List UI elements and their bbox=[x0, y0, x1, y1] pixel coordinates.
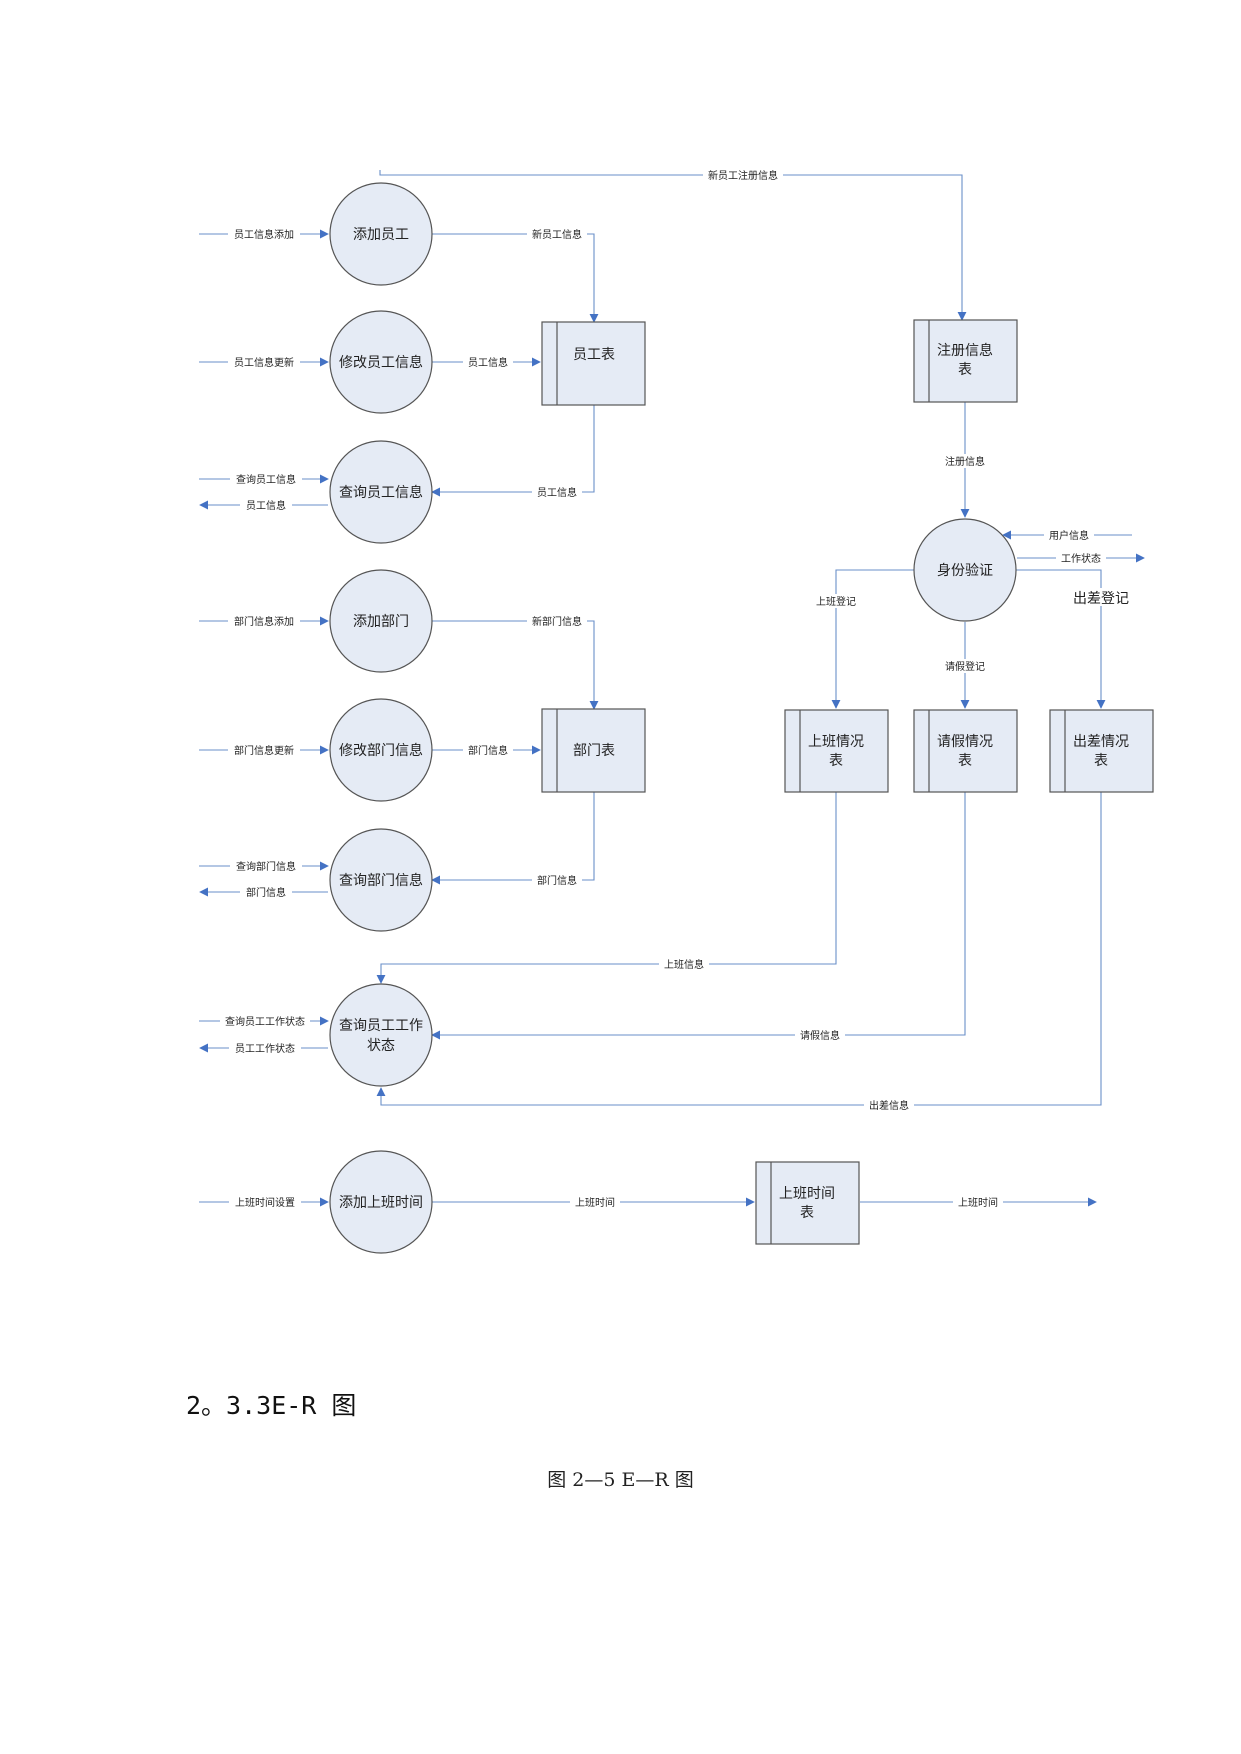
store-registration-table-label-line2: 表 bbox=[958, 362, 972, 378]
flow-employee-info-add-label: 员工信息添加 bbox=[234, 228, 294, 241]
data-flow-diagram: 添加员工 修改员工信息 查询员工信息 添加部门 修改部门信息 查询部门信息 查询… bbox=[199, 168, 1154, 1254]
flow-leave-register-label: 请假登记 bbox=[945, 660, 985, 673]
flow-business-trip-info-line bbox=[376, 792, 1102, 1106]
processes: 添加员工 修改员工信息 查询员工信息 添加部门 修改部门信息 查询部门信息 查询… bbox=[329, 182, 1017, 1254]
flow-department-info-to-table-label: 部门信息 bbox=[468, 744, 508, 757]
store-business-trip-table-label-line2: 表 bbox=[1094, 753, 1108, 769]
data-stores: 员工表 部门表 注册信息 表 上班情况 表 请假情况 表 出差情 bbox=[541, 319, 1154, 1245]
flow-employee-info-out-label: 员工信息 bbox=[246, 499, 286, 512]
flow-work-time-out-label: 上班时间 bbox=[958, 1196, 998, 1209]
process-query-department[interactable]: 查询部门信息 bbox=[329, 828, 433, 932]
process-query-employee-label: 查询员工信息 bbox=[339, 484, 423, 501]
store-leave-table[interactable]: 请假情况 表 bbox=[913, 709, 1018, 793]
process-add-employee-label: 添加员工 bbox=[353, 227, 409, 243]
flow-business-trip-register-label: 出差登记 bbox=[1073, 591, 1129, 607]
store-work-time-table-label-line2: 表 bbox=[800, 1205, 814, 1221]
flow-leave-info-line bbox=[431, 792, 966, 1040]
flow-checkin-register-label: 上班登记 bbox=[816, 595, 856, 608]
store-employee-table[interactable]: 员工表 bbox=[541, 321, 646, 406]
store-employee-table-label: 员工表 bbox=[573, 347, 615, 363]
process-query-work-status-label-line2: 状态 bbox=[367, 1038, 395, 1054]
process-add-employee[interactable]: 添加员工 bbox=[329, 182, 433, 286]
flow-work-time-to-table-label: 上班时间 bbox=[575, 1196, 615, 1209]
store-registration-table[interactable]: 注册信息 表 bbox=[913, 319, 1018, 403]
flow-employee-info-from-table-line bbox=[431, 405, 595, 497]
store-attendance-table-label-line1: 上班情况 bbox=[808, 734, 864, 750]
flow-new-employee-info-line bbox=[430, 233, 599, 323]
flow-query-work-status-label: 查询员工工作状态 bbox=[225, 1015, 305, 1028]
flow-leave-info-label: 请假信息 bbox=[800, 1029, 840, 1042]
store-business-trip-table-label-line1: 出差情况 bbox=[1073, 734, 1129, 750]
process-modify-department[interactable]: 修改部门信息 bbox=[329, 698, 433, 802]
store-department-table[interactable]: 部门表 bbox=[541, 708, 646, 793]
flow-employee-info-from-table-label: 员工信息 bbox=[537, 486, 577, 499]
process-query-work-status-label-line1: 查询员工工作 bbox=[339, 1018, 423, 1034]
section-heading: 2。3.3E-R 图 bbox=[186, 1391, 357, 1420]
flow-work-status-out-label: 工作状态 bbox=[1061, 552, 1101, 565]
flow-query-employee-info-label: 查询员工信息 bbox=[236, 473, 296, 486]
flow-employee-info-to-table-label: 员工信息 bbox=[468, 356, 508, 369]
store-attendance-table[interactable]: 上班情况 表 bbox=[784, 709, 889, 793]
flow-labels: 新员工注册信息 员工信息添加 新员工信息 员工信息更新 员工信息 查询员工信息 … bbox=[220, 168, 1134, 1209]
flow-new-department-info-line bbox=[430, 620, 599, 710]
flow-department-info-from-table-label: 部门信息 bbox=[537, 874, 577, 887]
process-query-department-label: 查询部门信息 bbox=[339, 872, 423, 889]
process-identity-check-label: 身份验证 bbox=[937, 563, 993, 579]
flow-checkin-info-label: 上班信息 bbox=[664, 958, 704, 971]
flow-department-info-out-label: 部门信息 bbox=[246, 886, 286, 899]
flow-business-trip-info-label: 出差信息 bbox=[869, 1099, 909, 1112]
store-work-time-table-label-line1: 上班时间 bbox=[779, 1186, 835, 1202]
process-add-work-time-label: 添加上班时间 bbox=[339, 1195, 423, 1211]
store-attendance-table-label-line2: 表 bbox=[829, 753, 843, 769]
store-leave-table-label-line1: 请假情况 bbox=[937, 734, 993, 750]
figure-caption: 图 2—5 E—R 图 bbox=[547, 1469, 694, 1491]
process-add-department[interactable]: 添加部门 bbox=[329, 569, 433, 673]
flow-department-info-add-label: 部门信息添加 bbox=[234, 615, 294, 628]
flow-department-info-from-table-line bbox=[431, 792, 595, 885]
store-work-time-table[interactable]: 上班时间 表 bbox=[755, 1161, 860, 1245]
process-query-employee[interactable]: 查询员工信息 bbox=[329, 440, 433, 544]
flow-new-employee-registration-label: 新员工注册信息 bbox=[708, 169, 778, 182]
process-identity-check[interactable]: 身份验证 bbox=[913, 518, 1017, 622]
store-leave-table-label-line2: 表 bbox=[958, 753, 972, 769]
flow-new-employee-info-label: 新员工信息 bbox=[532, 228, 582, 241]
process-modify-employee-label: 修改员工信息 bbox=[339, 354, 423, 371]
process-add-department-label: 添加部门 bbox=[353, 614, 409, 630]
process-modify-department-label: 修改部门信息 bbox=[339, 742, 423, 759]
flow-new-department-info-label: 新部门信息 bbox=[532, 615, 582, 628]
flow-department-info-update-label: 部门信息更新 bbox=[234, 744, 294, 757]
flow-user-info-label: 用户信息 bbox=[1049, 529, 1089, 542]
flow-new-employee-registration-line bbox=[379, 170, 967, 321]
store-department-table-label: 部门表 bbox=[573, 743, 615, 759]
flow-checkin-info-line bbox=[376, 792, 837, 984]
store-registration-table-label-line1: 注册信息 bbox=[937, 342, 993, 359]
flow-employee-info-update-label: 员工信息更新 bbox=[234, 356, 294, 369]
process-modify-employee[interactable]: 修改员工信息 bbox=[329, 310, 433, 414]
flow-checkin-register-line bbox=[831, 569, 914, 709]
store-business-trip-table[interactable]: 出差情况 表 bbox=[1049, 709, 1154, 793]
process-add-work-time[interactable]: 添加上班时间 bbox=[329, 1150, 433, 1254]
flow-registration-info-label: 注册信息 bbox=[945, 455, 985, 468]
flow-query-department-info-label: 查询部门信息 bbox=[236, 860, 296, 873]
flow-work-status-result-label: 员工工作状态 bbox=[235, 1042, 295, 1055]
flow-work-time-setting-label: 上班时间设置 bbox=[235, 1196, 295, 1209]
flow-business-trip-register-line bbox=[1015, 569, 1106, 709]
process-query-work-status[interactable]: 查询员工工作 状态 bbox=[329, 983, 433, 1087]
